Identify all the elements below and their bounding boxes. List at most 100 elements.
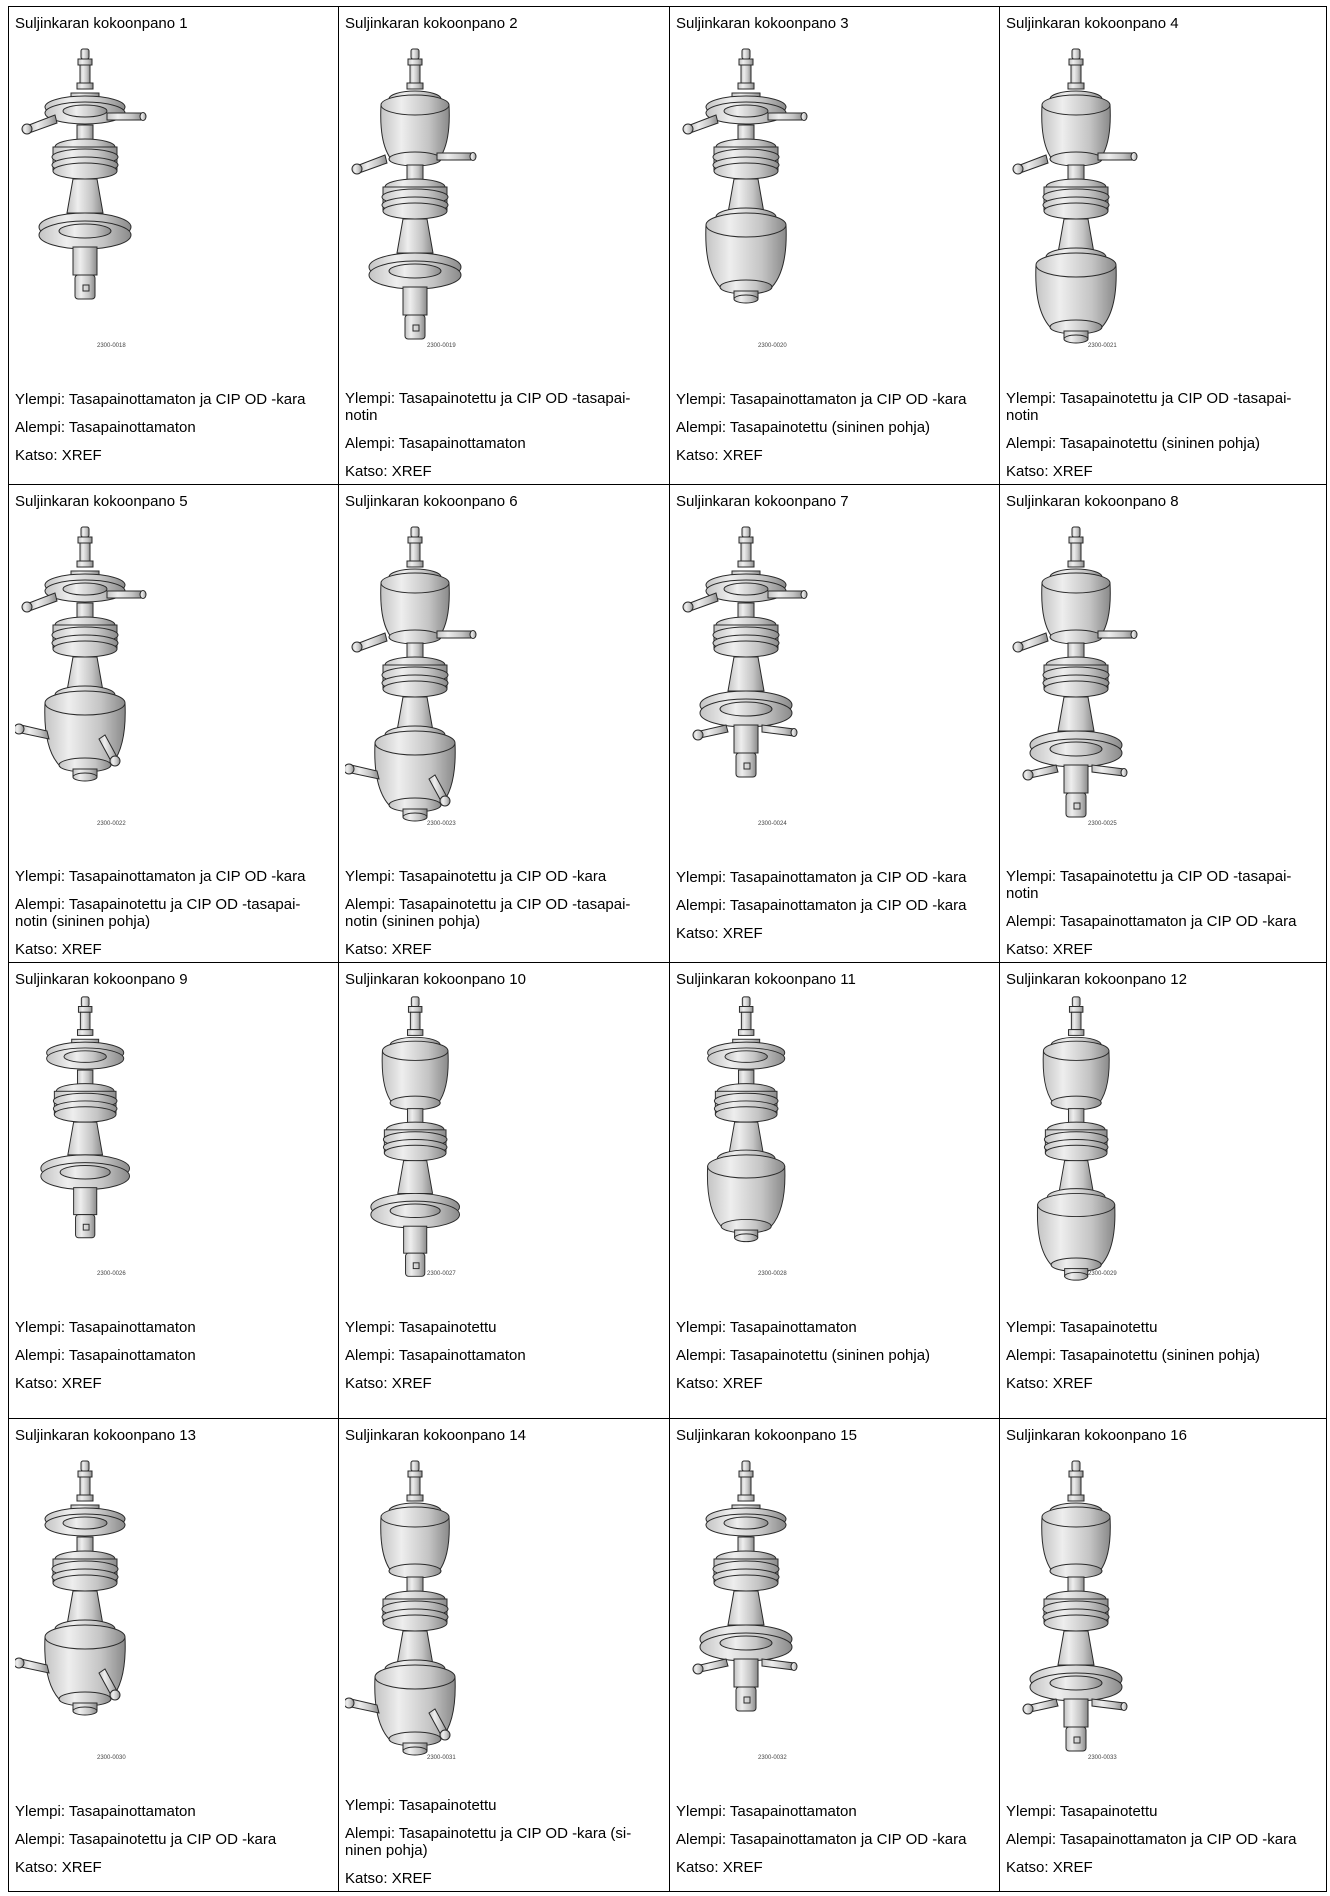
figure-id-label: 2300-0018 [97,343,126,349]
figure-id-label: 2300-0028 [758,1271,787,1277]
figure-id-label: 2300-0020 [758,343,787,349]
upper-description: Ylempi: Tasapainottamaton ja CIP OD -kar… [676,869,967,886]
figure-id-label: 2300-0021 [1088,342,1117,349]
valve-stem-drawing [345,1460,456,1756]
valve-stem-drawing [1012,48,1138,344]
reference-text: Katso: XREF [676,1375,763,1392]
figure-id-label: 2300-0022 [97,820,126,827]
upper-description: Ylempi: Tasapainotettu ja CIP OD -kara [345,868,607,885]
reference-text: Katso: XREF [15,447,102,464]
valve-stem-svg [40,996,130,1239]
valve-stem-svg [21,48,147,300]
valve-stem-svg [682,48,808,304]
reference-text: Katso: XREF [676,925,763,942]
valve-stem-drawing [351,48,477,340]
assembly-title: Suljinkaran kokoonpano 9 [15,971,188,988]
reference-text: Katso: XREF [345,1870,432,1887]
lower-description: Alempi: Tasapainotettu (sininen pohja) [1006,1347,1261,1364]
assembly-title: Suljinkaran kokoonpano 14 [345,1427,526,1444]
upper-description: Ylempi: Tasapainottamaton [676,1319,857,1336]
figure-id-label: 2300-0032 [758,1755,787,1761]
valve-stem-figure: 2300-0026 [15,993,330,1311]
valve-stem-figure: 2300-0028 [676,993,991,1311]
reference-text: Katso: XREF [345,1375,432,1392]
valve-stem-svg [692,1460,798,1712]
assembly-title: Suljinkaran kokoonpano 15 [676,1427,857,1444]
assembly-title: Suljinkaran kokoonpano 2 [345,15,518,32]
figure-id-label: 2300-0031 [427,1754,456,1761]
upper-description: Ylempi: Tasapainottamaton ja CIP OD -kar… [15,868,306,885]
assembly-title: Suljinkaran kokoonpano 3 [676,15,849,32]
valve-stem-figure: 2300-0029 [1006,993,1318,1311]
valve-stem-drawing [692,1460,798,1712]
reference-text: Katso: XREF [1006,1375,1093,1392]
lower-description: Alempi: Tasapainotettu ja CIP OD -tasapa… [15,896,301,930]
upper-description: Ylempi: Tasapainotettu [1006,1803,1158,1820]
assembly-title: Suljinkaran kokoonpano 7 [676,493,849,510]
lower-description: Alempi: Tasapainottamaton ja CIP OD -kar… [676,897,967,914]
valve-stem-figure: 2300-0021 [1006,37,1318,382]
lower-description: Alempi: Tasapainotettu ja CIP OD -kara [15,1831,277,1848]
valve-stem-drawing [345,526,477,822]
reference-text: Katso: XREF [676,1859,763,1876]
valve-stem-figure: 2300-0024 [676,515,991,861]
lower-description: Alempi: Tasapainottamaton [345,1347,526,1364]
valve-stem-figure: 2300-0031 [345,1449,661,1789]
valve-stem-drawing [706,996,786,1243]
figure-id-label: 2300-0027 [427,1271,456,1277]
valve-stem-figure: 2300-0020 [676,37,991,383]
upper-description: Ylempi: Tasapainotettu [345,1319,497,1336]
valve-stem-figure: 2300-0018 [15,37,330,383]
reference-text: Katso: XREF [1006,463,1093,480]
reference-text: Katso: XREF [1006,1859,1093,1876]
figure-id-label: 2300-0024 [758,821,787,827]
valve-stem-svg [1022,1460,1128,1752]
upper-description: Ylempi: Tasapainottamaton [15,1803,196,1820]
upper-description: Ylempi: Tasapainottamaton [15,1319,196,1336]
valve-stem-drawing [682,526,808,778]
upper-description: Ylempi: Tasapainotettu [345,1797,497,1814]
valve-stem-figure: 2300-0027 [345,993,661,1311]
lower-description: Alempi: Tasapainottamaton ja CIP OD -kar… [1006,913,1297,930]
valve-stem-svg [345,526,477,822]
assembly-title: Suljinkaran kokoonpano 4 [1006,15,1179,32]
valve-stem-figure: 2300-0022 [15,515,330,860]
reference-text: Katso: XREF [15,1859,102,1876]
lower-description: Alempi: Tasapainottamaton [15,419,196,436]
assembly-title: Suljinkaran kokoonpano 16 [1006,1427,1187,1444]
valve-stem-figure: 2300-0030 [15,1449,330,1795]
valve-stem-drawing [21,48,147,300]
lower-description: Alempi: Tasapainottamaton ja CIP OD -kar… [676,1831,967,1848]
valve-stem-svg [15,526,147,782]
figure-id-label: 2300-0029 [1088,1271,1117,1277]
assembly-title: Suljinkaran kokoonpano 11 [676,971,856,988]
lower-description: Alempi: Tasapainotettu (sininen pohja) [676,419,931,436]
lower-description: Alempi: Tasapainotettu (sininen pohja) [676,1347,931,1364]
lower-description: Alempi: Tasapainottamaton ja CIP OD -kar… [1006,1831,1297,1848]
valve-stem-drawing [1022,1460,1128,1752]
upper-description: Ylempi: Tasapainotettu ja CIP OD -tasapa… [1006,868,1292,902]
reference-text: Katso: XREF [15,1375,102,1392]
valve-stem-figure: 2300-0019 [345,37,661,382]
valve-stem-figure: 2300-0032 [676,1449,991,1795]
valve-stem-svg [1012,48,1138,344]
valve-stem-drawing [1012,526,1138,818]
upper-description: Ylempi: Tasapainotettu ja CIP OD -tasapa… [1006,390,1292,424]
assembly-title: Suljinkaran kokoonpano 12 [1006,971,1187,988]
upper-description: Ylempi: Tasapainotettu ja CIP OD -tasapa… [345,390,631,424]
valve-stem-svg [345,1460,456,1756]
valve-stem-svg [370,996,460,1277]
valve-stem-svg [1012,526,1138,818]
figure-id-label: 2300-0023 [427,820,456,827]
valve-stem-drawing [370,996,460,1277]
valve-stem-svg [706,996,786,1243]
